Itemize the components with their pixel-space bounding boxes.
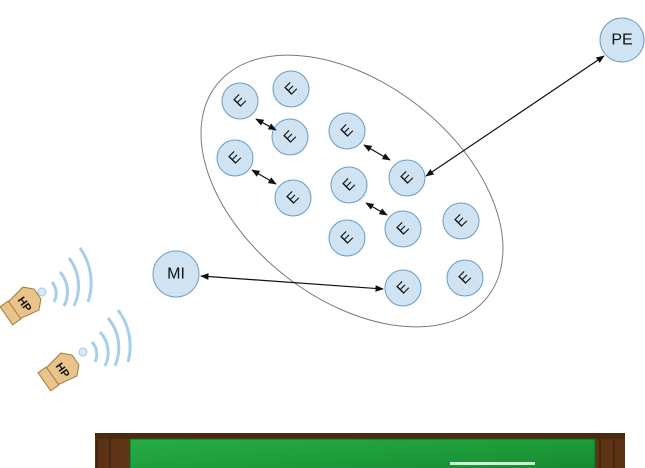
entity-node: E [331, 167, 367, 203]
entity-node: E [443, 203, 479, 239]
entity-node: E [329, 220, 365, 256]
entity-node: E [329, 113, 365, 149]
entity-node: E [217, 140, 253, 176]
entity-node: E [275, 180, 311, 216]
wireless-signal-icon [38, 248, 91, 306]
entity-node: E [389, 160, 425, 196]
entity-node: E [222, 83, 258, 119]
arrow-e-to-pe [426, 56, 604, 176]
hp-speaker-icon: HP [36, 349, 83, 394]
arrow-e-to-e [366, 203, 387, 215]
chalkboard-icon [95, 433, 625, 468]
entity-node: E [447, 260, 483, 296]
arrow-e-to-e [364, 145, 390, 160]
entity-node: E [385, 270, 421, 306]
pe-node-label: PE [611, 32, 632, 49]
arrow-e-to-e [252, 170, 276, 184]
entity-node: E [273, 71, 309, 107]
arrow-e-to-e [256, 119, 276, 130]
entity-node: E [385, 211, 421, 247]
wireless-signal-icon [79, 310, 130, 366]
entity-node: E [272, 119, 308, 155]
pe-node: PE [600, 18, 644, 62]
arrow-mi-to-e [201, 276, 383, 289]
mi-node: MI [153, 251, 199, 297]
mi-node-label: MI [167, 266, 185, 283]
